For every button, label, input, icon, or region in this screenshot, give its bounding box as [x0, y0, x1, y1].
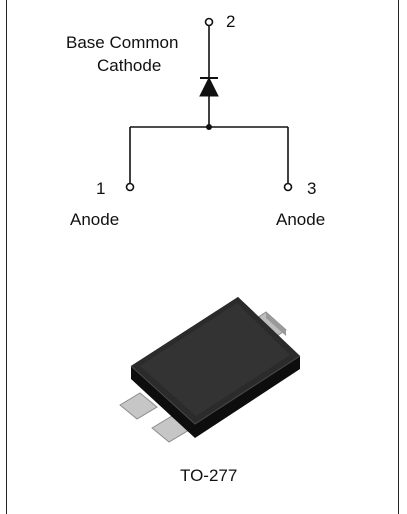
package-illustration: [119, 297, 301, 443]
pin3-terminal: [283, 182, 293, 192]
pin1-label: Anode: [70, 210, 119, 229]
pin3-number: 3: [307, 179, 316, 198]
pin1-number: 1: [96, 179, 105, 198]
package-name: TO-277: [180, 466, 237, 485]
diagram-frame: [6, 0, 399, 514]
pin2-label-line1: Base Common: [66, 33, 178, 52]
pin1-terminal: [125, 182, 135, 192]
pin2-terminal: [204, 17, 214, 27]
pin3-label: Anode: [276, 210, 325, 229]
diode-symbol: [199, 76, 219, 97]
pin2-label-line2: Cathode: [97, 56, 161, 75]
pin2-number: 2: [226, 12, 235, 31]
junction-dot: [206, 124, 212, 130]
